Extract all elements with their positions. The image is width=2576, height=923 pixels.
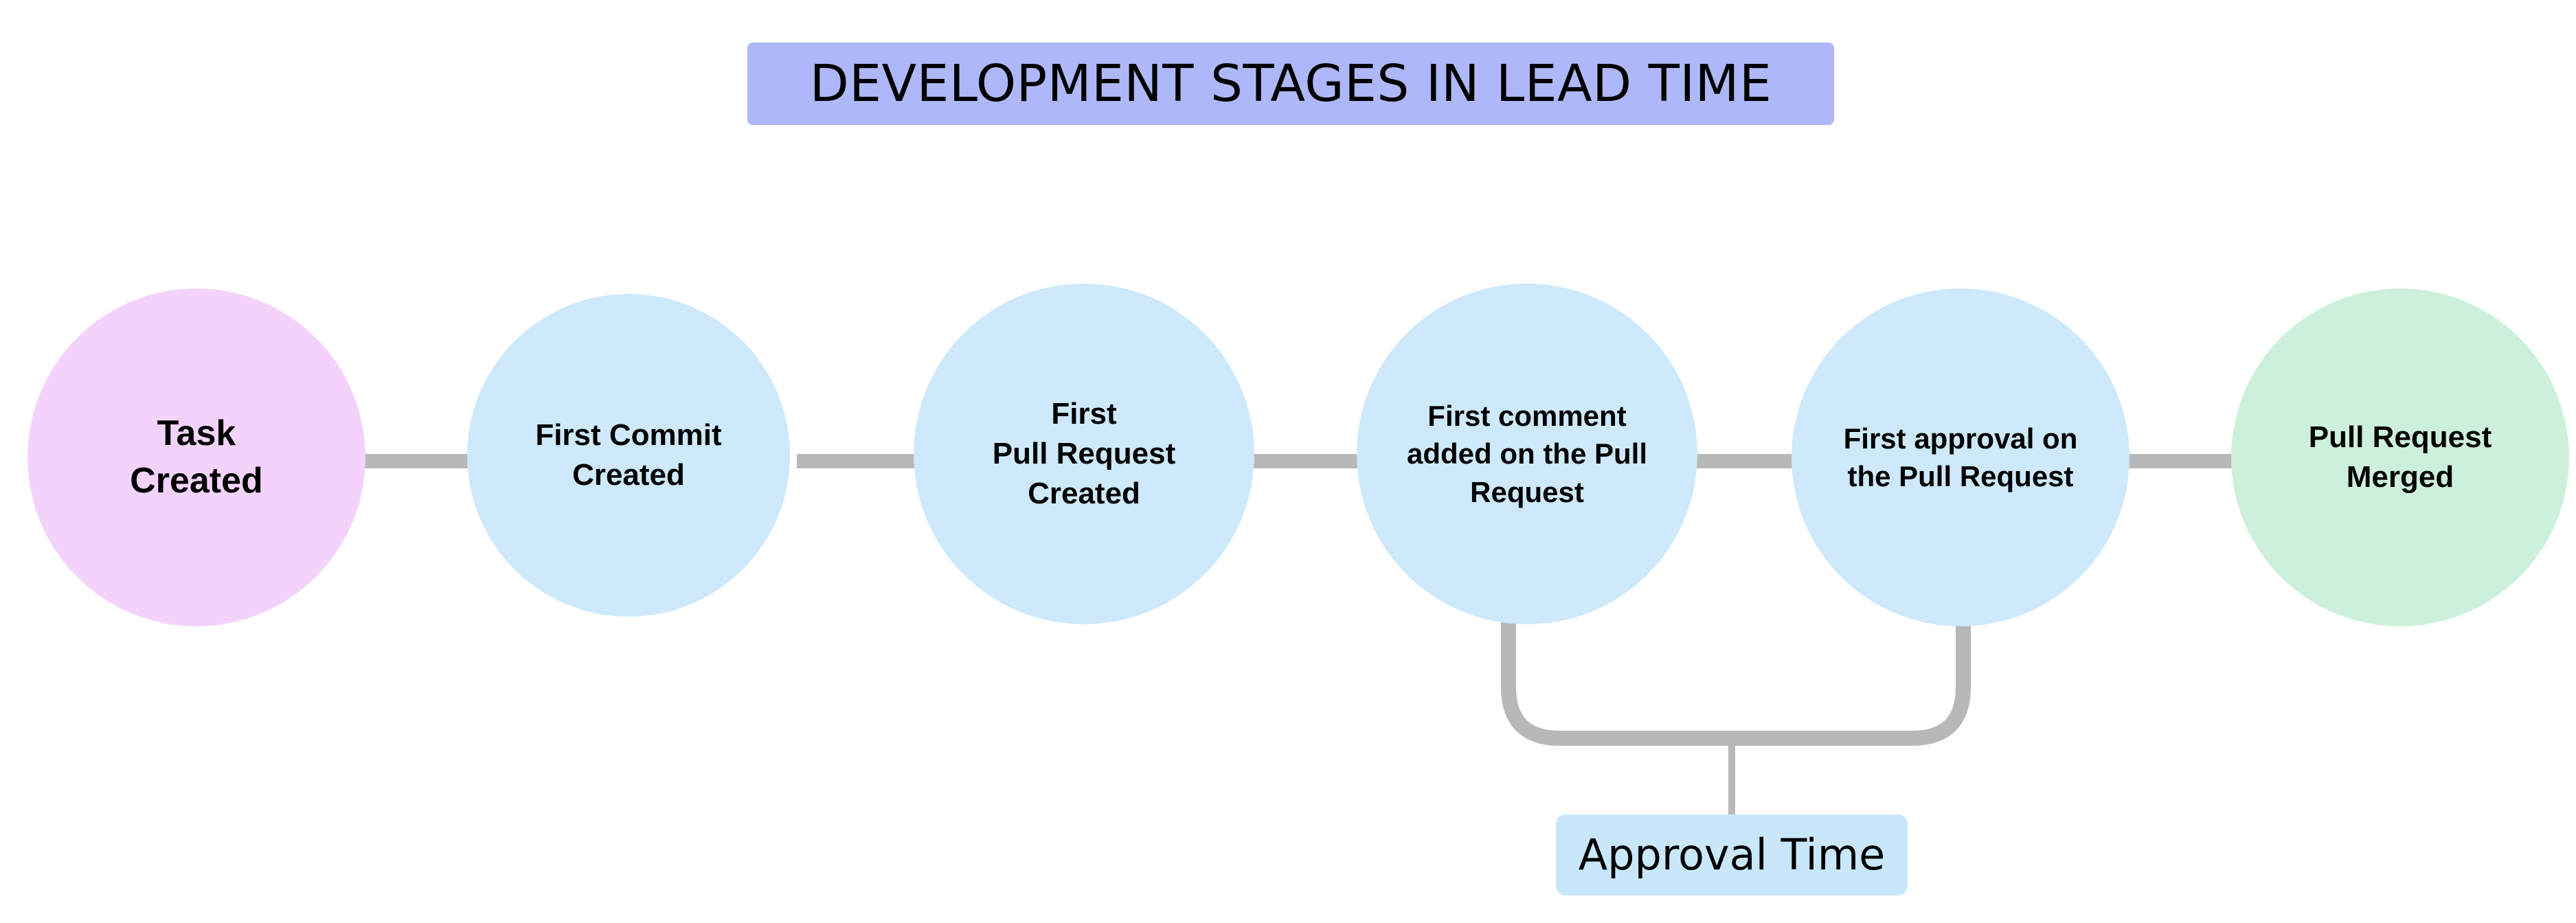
stage-node-pull-request-merged[interactable]: Pull Request Merged — [2231, 288, 2569, 626]
approval-time-label: Approval Time — [1578, 830, 1886, 880]
stage-connector — [1686, 454, 1800, 468]
stage-node-first-pull-request-created[interactable]: First Pull Request Created — [914, 284, 1254, 624]
stage-node-first-approval-on-pull-request[interactable]: First approval on the Pull Request — [1792, 288, 2129, 626]
approval-time-callout[interactable]: Approval Time — [1556, 814, 1908, 896]
stage-node-label: First comment added on the Pull Request — [1406, 399, 1647, 508]
page-title: DEVELOPMENT STAGES IN LEAD TIME — [809, 54, 1772, 113]
stage-node-first-commit-created[interactable]: First Commit Created — [467, 294, 790, 617]
stage-connector — [797, 454, 920, 468]
stage-node-task-created[interactable]: Task Created — [27, 288, 365, 626]
stage-connector — [2123, 454, 2238, 468]
stage-node-label: First Commit Created — [535, 418, 722, 492]
stage-connector — [1243, 454, 1364, 468]
stage-node-label: First Pull Request Created — [992, 396, 1176, 511]
stage-node-label: First approval on the Pull Request — [1843, 422, 2078, 492]
stage-connector — [357, 454, 474, 468]
stage-node-label: Task Created — [130, 413, 263, 501]
stage-node-label: Pull Request Merged — [2308, 420, 2492, 494]
stage-node-first-comment-on-pull-request[interactable]: First comment added on the Pull Request — [1357, 284, 1697, 624]
page-title-banner: DEVELOPMENT STAGES IN LEAD TIME — [747, 43, 1834, 125]
